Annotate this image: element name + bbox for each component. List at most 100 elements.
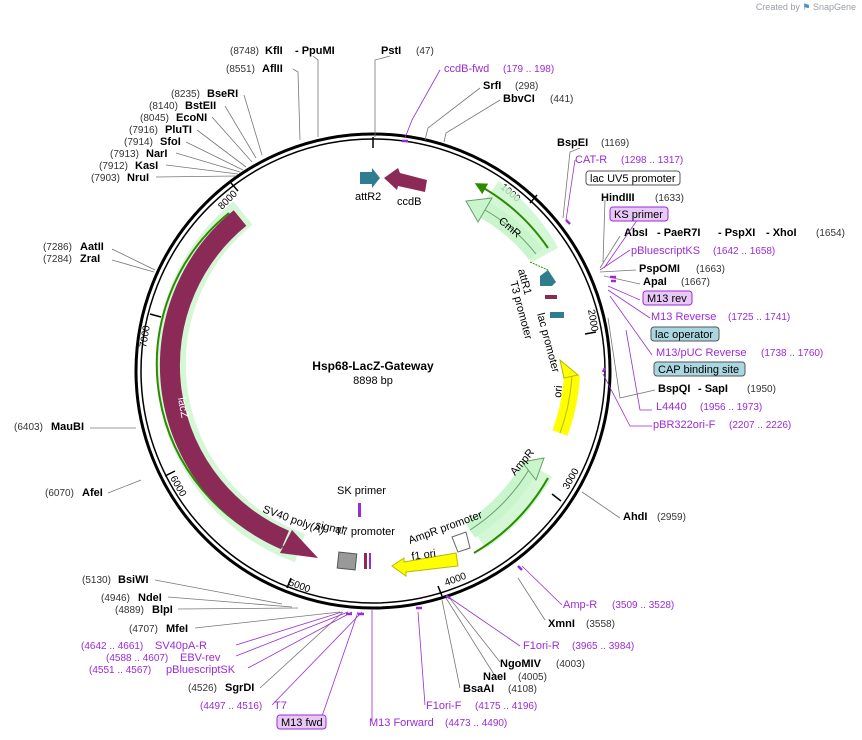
ori-arrowhead <box>559 358 580 379</box>
svg-text:L4440: L4440 <box>656 401 687 413</box>
site-bsiwi[interactable]: (5130) BsiWI <box>82 574 149 586</box>
svg-text:MfeI: MfeI <box>166 623 188 635</box>
site-bspqi[interactable]: BspQI - SapI (1950) <box>658 383 776 395</box>
svg-text:(4642 .. 4661): (4642 .. 4661) <box>81 641 143 652</box>
attr2-feature[interactable] <box>360 168 380 188</box>
primer-ccdb-fwd[interactable]: ccdB-fwd (179 .. 198) <box>444 63 554 75</box>
plasmid-name: Hsp68-LacZ-Gateway <box>312 359 434 373</box>
svg-text:(4588 .. 4607): (4588 .. 4607) <box>106 653 168 664</box>
cmr-orf-line <box>474 183 549 249</box>
primer-l4440[interactable]: L4440 (1956 .. 1973) <box>656 401 762 413</box>
svg-text:(1298 .. 1317): (1298 .. 1317) <box>621 155 683 166</box>
site-apai[interactable]: ApaI (1667) <box>643 276 710 288</box>
primer-m13-puc-reverse[interactable]: M13/pUC Reverse (1738 .. 1760) <box>656 347 823 359</box>
site-bseri[interactable]: (8235) BseRI <box>171 88 238 100</box>
site-sfoi[interactable]: (7914) SfoI <box>124 136 181 148</box>
svg-text:M13/pUC Reverse: M13/pUC Reverse <box>656 347 746 359</box>
site-bspei[interactable]: BspEI (1169) <box>557 137 629 149</box>
ori-feature[interactable] <box>552 374 580 436</box>
svg-text:(4005): (4005) <box>518 672 547 683</box>
site-naei[interactable]: NaeI (4005) <box>483 671 547 683</box>
site-hindiii[interactable]: HindIII (1633) <box>601 192 684 204</box>
primer-pbr322ori-f[interactable]: pBR322ori-F (2207 .. 2226) <box>653 419 791 431</box>
t7-promoter-feature[interactable] <box>364 553 367 569</box>
site-ndei[interactable]: (4946) NdeI <box>101 592 162 604</box>
primer-f1ori-r[interactable]: F1ori-R (3965 .. 3984) <box>523 640 634 652</box>
site-kasi[interactable]: (7912) KasI <box>99 160 158 172</box>
site-ahdi[interactable]: AhdI (2959) <box>623 511 686 523</box>
svg-text:(8140): (8140) <box>149 101 178 112</box>
site-aatii[interactable]: (7286) AatII <box>43 241 104 253</box>
site-nrui[interactable]: (7903) NruI <box>91 172 149 184</box>
svg-text:EBV-rev: EBV-rev <box>180 652 221 664</box>
site-bsteii[interactable]: (8140) BstEII <box>149 100 216 112</box>
site-pspomi[interactable]: PspOMI (1663) <box>639 263 725 275</box>
site-pluti[interactable]: (7916) PluTI <box>129 124 192 136</box>
svg-text:(1738 .. 1760): (1738 .. 1760) <box>761 348 823 359</box>
primer-t7[interactable]: (4497 .. 4516) T7 <box>200 700 287 712</box>
svg-text:PstI: PstI <box>381 45 401 57</box>
svg-text:(4108): (4108) <box>508 684 537 695</box>
primer-sv40pa-r[interactable]: (4642 .. 4661) SV40pA-R <box>81 640 207 652</box>
t7-promoter-label: T7 promoter <box>335 526 395 538</box>
svg-text:AatII: AatII <box>80 241 104 253</box>
primer-ks-primer[interactable]: KS primer <box>609 206 669 222</box>
svg-text:(7913): (7913) <box>110 149 139 160</box>
svg-text:F1ori-R: F1ori-R <box>523 640 560 652</box>
site-mfei[interactable]: (4707) MfeI <box>129 623 188 635</box>
site-absi[interactable]: AbsI - PaeR7I - PspXI - XhoI (1654) <box>624 227 845 239</box>
lacz-label: lacZ <box>175 396 190 419</box>
site-psti[interactable]: PstI (47) <box>381 45 434 57</box>
site-nari[interactable]: (7913) NarI <box>110 148 167 160</box>
site-sgrdi[interactable]: (4526) SgrDI <box>188 682 254 694</box>
m13-fwd-mark <box>369 553 371 569</box>
ampr-promoter-feature[interactable] <box>451 531 471 553</box>
feature-lac-uv5-promoter[interactable]: lac UV5 promoter <box>585 170 681 186</box>
site-srfi[interactable]: SrfI (298) <box>483 80 538 92</box>
sites-right: PstI (47) SrfI (298) BbvCI (441) BspEI (… <box>381 45 845 695</box>
site-bsaai[interactable]: BsaAI (4108) <box>463 683 537 695</box>
primer-ebv-rev[interactable]: (4588 .. 4607) EBV-rev <box>106 652 221 664</box>
primer-amp-r[interactable]: Amp-R (3509 .. 3528) <box>563 599 674 611</box>
primer-m13-forward[interactable]: M13 Forward (4473 .. 4490) <box>369 717 507 729</box>
svg-text:(298): (298) <box>515 81 538 92</box>
svg-text:pBluescriptKS: pBluescriptKS <box>631 245 700 257</box>
site-ngomiv[interactable]: NgoMIV (4003) <box>500 658 585 670</box>
attr2-label: attR2 <box>355 191 381 203</box>
site-aflii[interactable]: (8551) AflII <box>226 63 283 75</box>
lac-operator-mark <box>550 312 564 318</box>
primer-pbluescriptsk[interactable]: (4551 .. 4567) pBluescriptSK <box>89 664 236 676</box>
cmr-outline <box>484 209 537 255</box>
svg-text:(7912): (7912) <box>99 161 128 172</box>
primer-m13-reverse[interactable]: M13 Reverse (1725 .. 1741) <box>651 311 790 323</box>
ccdb-label: ccdB <box>397 196 421 208</box>
primer-cat-r[interactable]: CAT-R (1298 .. 1317) <box>575 154 683 166</box>
svg-text:(4707): (4707) <box>129 624 158 635</box>
feature-cap-binding-site[interactable]: CAP binding site <box>653 361 746 377</box>
f1ori-feature[interactable] <box>391 552 459 577</box>
svg-text:(179 .. 198): (179 .. 198) <box>503 64 554 75</box>
svg-text:- PaeR7I: - PaeR7I <box>657 227 700 239</box>
primer-m13-rev[interactable]: M13 rev <box>642 290 693 306</box>
svg-text:CAT-R: CAT-R <box>575 154 607 166</box>
feature-lac-operator[interactable]: lac operator <box>650 326 720 342</box>
primer-f1ori-f[interactable]: F1ori-F (4175 .. 4196) <box>426 700 537 712</box>
site-xmni[interactable]: XmnI (3558) <box>548 618 615 630</box>
site-bbvci[interactable]: BbvCI (441) <box>503 93 573 105</box>
ori-outline <box>559 374 573 434</box>
primer-pbluescriptks[interactable]: pBluescriptKS (1642 .. 1658) <box>631 245 775 257</box>
sv40-polya-feature[interactable] <box>336 551 358 571</box>
lacz-feature[interactable] <box>159 210 289 550</box>
site-blpi[interactable]: (4889) BlpI <box>115 604 173 616</box>
primer-m13-fwd[interactable]: M13 fwd <box>276 714 327 730</box>
ccdb-feature[interactable] <box>384 168 427 192</box>
attr1-feature[interactable] <box>540 270 556 286</box>
site-zrai[interactable]: (7284) ZraI <box>43 253 100 265</box>
site-maubi[interactable]: (6403) MauBI <box>14 421 84 433</box>
tick-marks <box>149 137 597 597</box>
svg-text:(7284): (7284) <box>43 254 72 265</box>
site-econi[interactable]: (8045) EcoNI <box>140 112 207 124</box>
site-afei[interactable]: (6070) AfeI <box>45 487 103 499</box>
svg-text:pBluescriptSK: pBluescriptSK <box>166 664 236 676</box>
site-kfli[interactable]: (8748) KflI - PpuMI <box>230 45 335 57</box>
